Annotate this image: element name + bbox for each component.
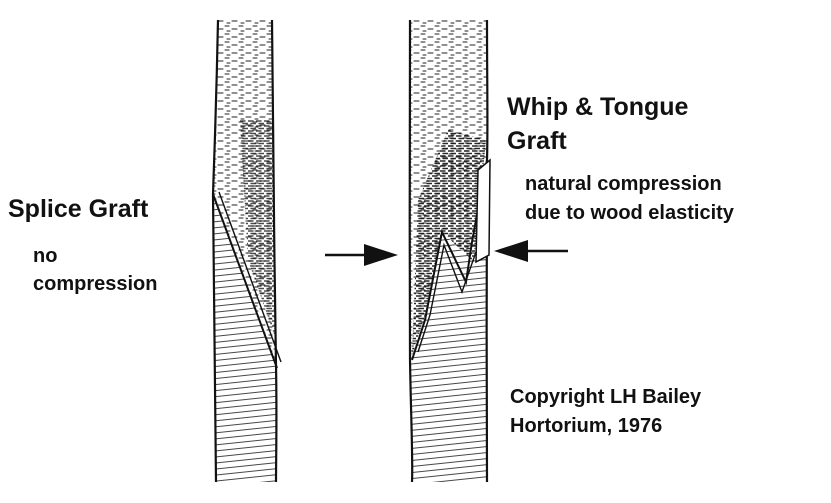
splice-graft-stem	[211, 19, 282, 483]
whip-tongue-graft-stem	[408, 19, 491, 483]
splice-graft-title: Splice Graft	[8, 195, 149, 223]
whip-tongue-title-line2: Graft	[507, 127, 567, 155]
copyright-line2: Hortorium, 1976	[510, 415, 663, 437]
copyright-line1: Copyright LH Bailey	[510, 386, 702, 408]
whip-tongue-note-line2: due to wood elasticity	[525, 202, 734, 224]
compression-arrow-right	[494, 240, 568, 262]
whip-tongue-title-line1: Whip & Tongue	[507, 93, 689, 121]
whip-tongue-note-line1: natural compression	[525, 173, 722, 195]
compression-arrow-left	[325, 244, 398, 266]
splice-graft-note-line2: compression	[33, 273, 158, 295]
splice-graft-note-line1: no	[33, 245, 58, 267]
